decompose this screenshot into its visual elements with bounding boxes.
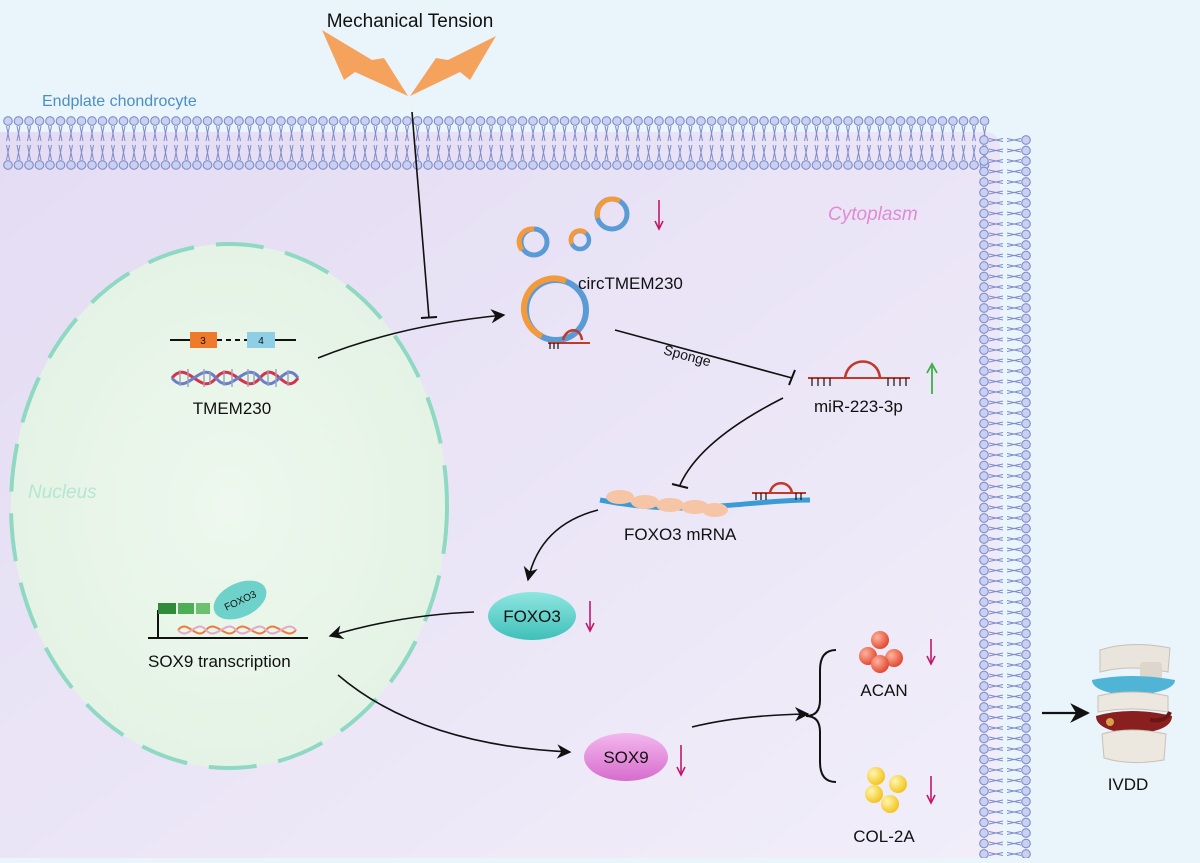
col2a-label: COL-2A (853, 827, 915, 846)
sponge-inhibition-line (614, 329, 793, 379)
circtmem230-label: circTMEM230 (578, 274, 683, 293)
acan-icon (859, 631, 903, 673)
cell-membrane-right (979, 135, 1031, 859)
mechanical-tension-label: Mechanical Tension (327, 11, 494, 32)
circtmem230-icon (521, 275, 590, 349)
arrow-gene-to-circrna (317, 309, 506, 359)
mirna-inhibition-bar (671, 483, 689, 489)
bound-foxo3-icon (213, 580, 267, 620)
tmem230-label: TMEM230 (193, 399, 271, 418)
nucleus-label: Nucleus (28, 482, 97, 503)
mirna-inhibition-line (679, 397, 784, 486)
foxo3-protein-label: FOXO3 (503, 607, 561, 626)
nucleus-envelope (9, 242, 449, 770)
mechanical-tension-icon (322, 30, 496, 96)
matrix-brace (805, 649, 837, 783)
foxo3-mrna-icon (599, 482, 811, 517)
circrna-small-rings (516, 196, 630, 258)
ivdd-label: IVDD (1108, 775, 1149, 794)
tension-inhibition-line (411, 111, 430, 319)
col2a-icon (865, 767, 907, 813)
exon-3-box (190, 332, 217, 348)
exon-3-label: 3 (200, 336, 206, 347)
mirna-up-arrow (926, 362, 938, 394)
sox9-protein (584, 733, 668, 781)
cytoplasm-label: Cytoplasm (828, 204, 918, 225)
sponge-inhibition-bar (788, 369, 796, 386)
foxo3-down-arrow (585, 601, 595, 633)
acan-down-arrow (926, 639, 936, 666)
col2a-down-arrow (926, 776, 936, 805)
mir-223-3p-icon (808, 360, 910, 386)
tmem230-gene-icon (170, 332, 300, 387)
sox9-promoter-icon (148, 580, 308, 639)
arrow-transcription-to-sox9 (337, 674, 572, 759)
exon-4-label: 4 (258, 336, 264, 347)
arrow-sox9-to-matrix (691, 706, 810, 728)
exon-4-box (247, 332, 275, 348)
mir-223-3p-label: miR-223-3p (814, 397, 903, 416)
sox9-protein-label: SOX9 (603, 748, 648, 767)
arrow-mrna-to-foxo3 (523, 509, 599, 582)
tension-inhibition-bar (420, 316, 438, 319)
spine-segment-icon (1092, 643, 1175, 764)
foxo3-mrna-label: FOXO3 mRNA (624, 525, 737, 544)
acan-label: ACAN (860, 681, 907, 700)
cell-type-label: Endplate chondrocyte (42, 93, 197, 110)
arrow-foxo3-to-transcription (328, 611, 475, 640)
cell-membrane-top (3, 116, 990, 170)
sox9-down-arrow (676, 745, 686, 777)
foxo3-protein (488, 592, 576, 640)
circrna-down-arrow (654, 200, 664, 231)
sox9-transcription-label: SOX9 transcription (148, 652, 291, 671)
